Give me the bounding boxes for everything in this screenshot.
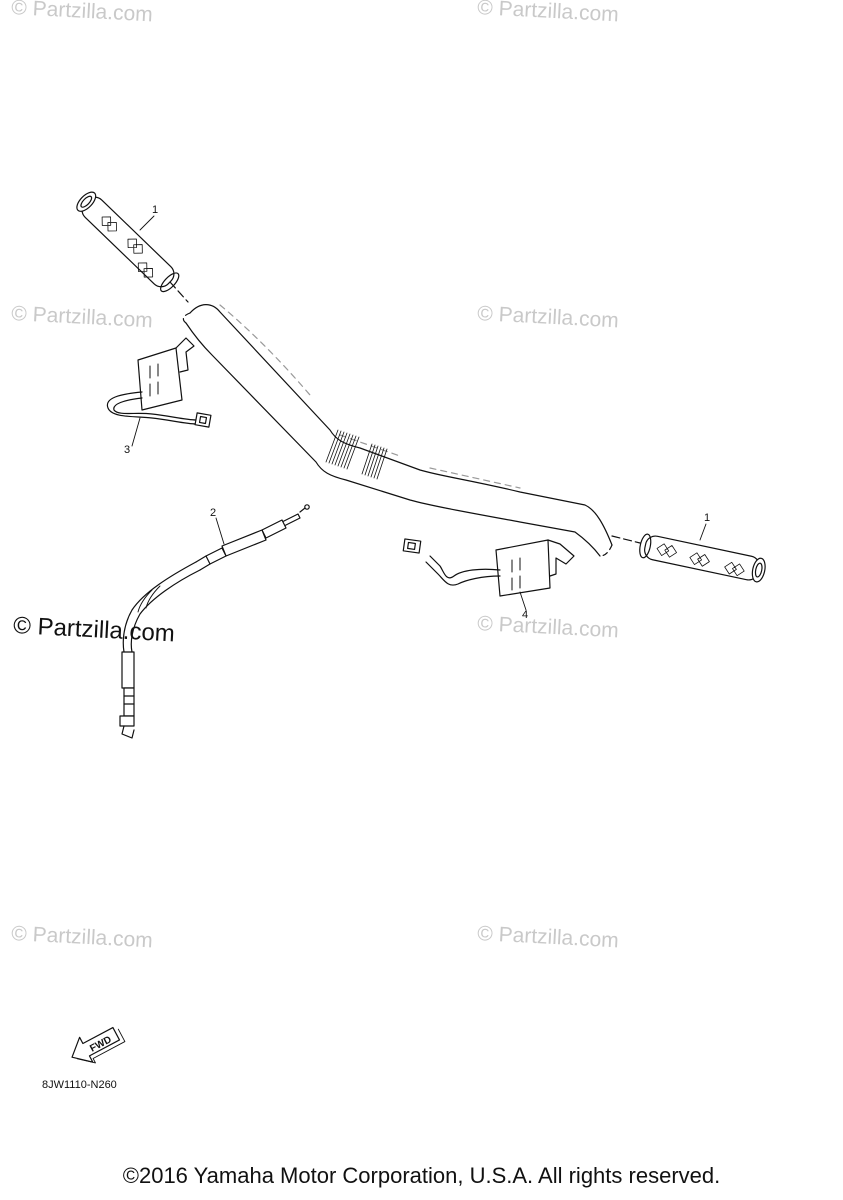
handlebar bbox=[169, 281, 641, 557]
callout-number: 1 bbox=[152, 204, 159, 216]
throttle-cable bbox=[119, 504, 310, 739]
fwd-label: FWD bbox=[88, 1034, 113, 1054]
right-grip bbox=[639, 533, 766, 583]
callout-number: 3 bbox=[124, 444, 131, 456]
left-grip bbox=[76, 191, 180, 293]
callout-number: 4 bbox=[522, 609, 529, 621]
left-grip-heater bbox=[106, 337, 212, 428]
callout-number: 1 bbox=[704, 512, 711, 524]
fwd-arrow-icon bbox=[71, 1026, 126, 1064]
callout-leaders bbox=[131, 215, 707, 611]
diagram-code: 8JW1110-N260 bbox=[42, 1079, 117, 1091]
copyright-notice: ©2016 Yamaha Motor Corporation, U.S.A. A… bbox=[122, 1163, 721, 1188]
callout-number: 2 bbox=[210, 507, 217, 519]
right-grip-heater bbox=[402, 538, 575, 597]
